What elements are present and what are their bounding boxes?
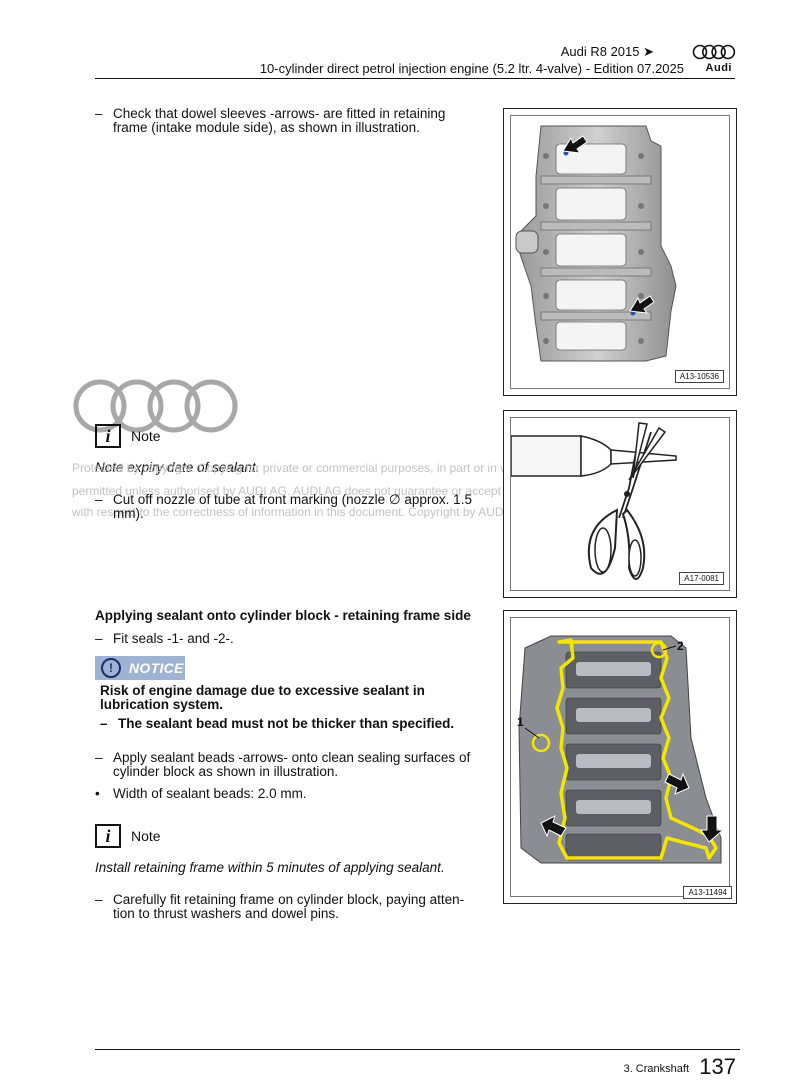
note-text-1: Note expiry date of sealant. (95, 460, 260, 475)
copyright-watermark-line-2: permitted unless authorised by AUDI AG. … (72, 484, 563, 498)
audi-brand-word: Audi (705, 62, 732, 74)
copyright-watermark-line-1: Protected by copyright. Copying for priv… (72, 461, 567, 475)
footer-section: 3. Crankshaft (623, 1063, 689, 1075)
step-fit-retaining-frame: – Carefully fit retaining frame on cylin… (95, 892, 465, 921)
note-block-2: i Note (95, 824, 161, 848)
arrow-bottom-icon (629, 295, 655, 314)
audi-rings-watermark-icon (73, 379, 238, 433)
header-rule (95, 78, 735, 79)
notice-badge: ! NOTICE (95, 656, 185, 680)
bullet-bead-width: • Width of sealant beads: 2.0 mm. (95, 786, 307, 801)
figure-code-2: A17-0081 (679, 572, 724, 585)
notice-label: NOTICE (129, 660, 184, 676)
retaining-frame-illustration (515, 125, 677, 362)
info-icon: i (95, 424, 121, 448)
figure-label-2: 2 (677, 639, 684, 653)
note-label: Note (131, 428, 161, 444)
notice-action: – The sealant bead must not be thicker t… (100, 716, 455, 731)
step-apply-sealant: – Apply sealant beads -arrows- onto clea… (95, 750, 471, 779)
figure-label-1: 1 (517, 715, 524, 729)
step-fit-seals: – Fit seals -1- and -2-. (95, 631, 234, 646)
cylinder-block-illustration: 1 2 (517, 635, 725, 864)
footer-rule (95, 1049, 740, 1050)
arrow-bottom-right-icon (700, 815, 725, 843)
figure-sealant-beads: 1 2 A13-11494 (503, 610, 737, 904)
arrow-top-icon (562, 135, 588, 154)
step-cut-nozzle: – Cut off nozzle of tube at front markin… (95, 492, 472, 521)
page-number: 137 (699, 1054, 736, 1079)
figure-cut-nozzle: A17-0081 (503, 410, 737, 598)
audi-rings-logo-icon (692, 44, 736, 60)
notice-exclamation-icon: ! (101, 658, 121, 678)
copyright-watermark-line-3: with respect to the correctness of infor… (72, 505, 531, 519)
notice-risk-text: Risk of engine damage due to excessive s… (100, 683, 425, 712)
header-title: Audi R8 2015 ➤ (560, 44, 654, 59)
figure-code-1: A13-10536 (674, 370, 724, 383)
note-label: Note (131, 828, 161, 844)
info-icon: i (95, 824, 121, 848)
figure-retaining-frame: A13-10536 (503, 108, 737, 396)
note-block-1: i Note (95, 424, 161, 448)
header-subtitle: 10-cylinder direct petrol injection engi… (259, 61, 684, 76)
arrow-left-icon (540, 815, 567, 838)
arrow-right-icon (664, 772, 690, 795)
figure-code-3: A13-11494 (683, 886, 732, 899)
sealant-bead-path (555, 638, 718, 860)
step-check-dowel-sleeves: – Check that dowel sleeves -arrows- are … (95, 106, 446, 135)
note-text-2: Install retaining frame within 5 minutes… (95, 860, 445, 875)
section-heading-sealant: Applying sealant onto cylinder block - r… (95, 608, 471, 623)
scissors-nozzle-illustration (511, 422, 677, 580)
